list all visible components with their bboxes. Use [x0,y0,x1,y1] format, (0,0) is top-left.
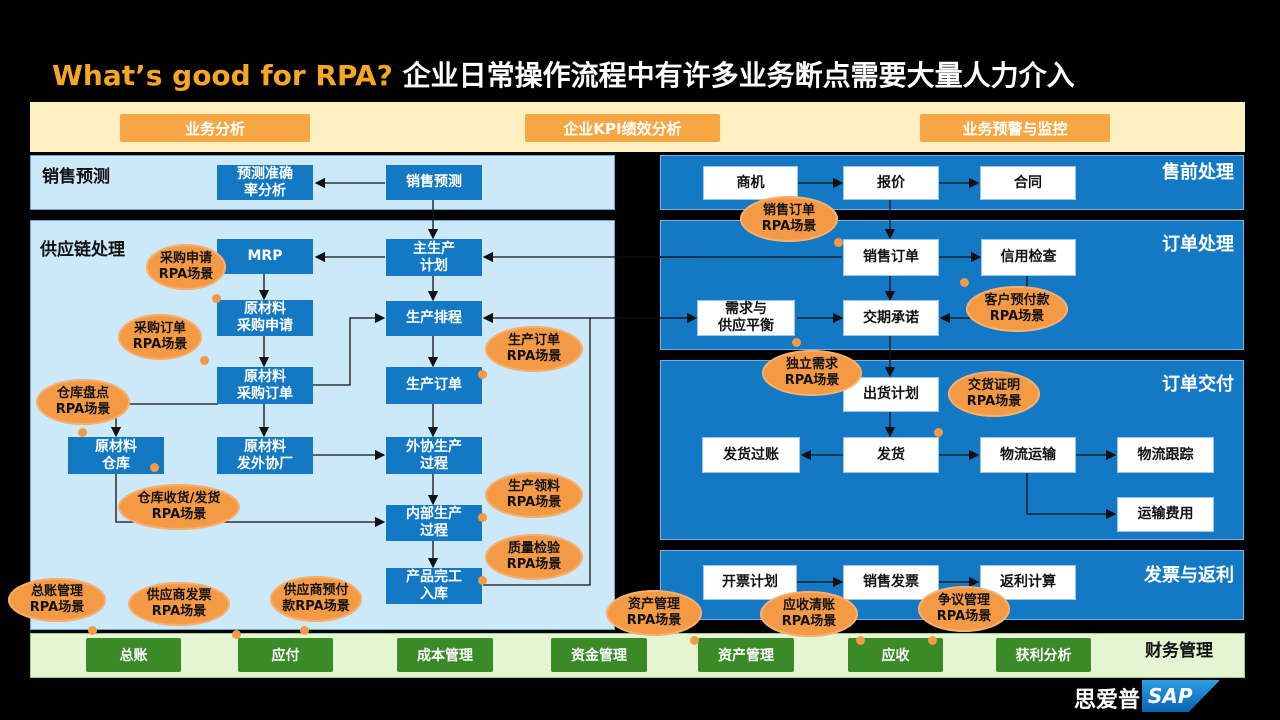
rpa-cloud-production-picking: 生产领料 RPA场景 [485,472,583,518]
tab-business-analysis: 业务分析 [120,114,310,142]
rpa-cloud-vendor-invoice: 供应商发票 RPA场景 [128,582,230,626]
rpa-dot [78,428,87,437]
node-freight[interactable]: 运输费用 [1117,497,1214,532]
node-posting[interactable]: 发货过账 [702,437,800,473]
rpa-cloud-quality: 质量检验 RPA场景 [485,534,583,580]
tab-alert-monitoring: 业务预警与监控 [920,114,1110,142]
rpa-cloud-prepayment: 客户预付款 RPA场景 [966,286,1068,332]
node-outsource-process[interactable]: 外协生产 过程 [386,437,482,474]
rpa-dot [856,636,865,645]
rpa-cloud-production-order: 生产订单 RPA场景 [485,326,583,372]
rpa-dot [478,513,487,522]
rpa-dot [300,626,309,635]
finance-cost[interactable]: 成本管理 [397,638,493,672]
node-mrp[interactable]: MRP [217,239,313,274]
company-logo-text: 思爱普 [1073,688,1140,713]
node-sales-forecast[interactable]: 销售预测 [386,165,482,200]
node-credit-check[interactable]: 信用检查 [981,239,1076,276]
rpa-dot [834,238,843,247]
node-tracking[interactable]: 物流跟踪 [1117,437,1214,473]
node-contract[interactable]: 合同 [980,166,1076,200]
rpa-dot [960,278,969,287]
rpa-dot [928,636,937,645]
section-delivery: 订单交付 [1162,374,1234,395]
page-title: What’s good for RPA? 企业日常操作流程中有许多业务断点需要大… [52,59,1075,92]
node-sales-order[interactable]: 销售订单 [843,239,939,276]
node-delivery-promise[interactable]: 交期承诺 [843,300,939,336]
rpa-cloud-delivery-proof: 交货证明 RPA场景 [948,371,1040,417]
node-purchase-request[interactable]: 原材料 采购申请 [217,300,313,336]
rpa-cloud-dispute: 争议管理 RPA场景 [918,586,1010,632]
rpa-dot [478,370,487,379]
node-opportunity[interactable]: 商机 [703,166,798,200]
node-purchase-order[interactable]: 原材料 采购订单 [217,367,313,404]
node-production-schedule[interactable]: 生产排程 [386,301,482,336]
rpa-cloud-inventory-count: 仓库盘点 RPA场景 [36,379,130,425]
rpa-dot [690,636,699,645]
finance-receivable[interactable]: 应收 [848,638,943,672]
rpa-dot [200,356,209,365]
section-supply-chain: 供应链处理 [40,240,125,260]
rpa-cloud-purchase-order: 采购订单 RPA场景 [118,314,202,360]
node-logistics[interactable]: 物流运输 [980,437,1076,473]
tab-kpi-analysis: 企业KPI绩效分析 [525,114,720,142]
finance-asset[interactable]: 资产管理 [698,638,794,672]
node-sales-invoice[interactable]: 销售发票 [843,565,939,600]
rpa-cloud-receivable-clearing: 应收清账 RPA场景 [760,591,858,637]
finance-treasury[interactable]: 资金管理 [551,638,647,672]
rpa-dot [934,428,943,437]
node-master-plan[interactable]: 主生产 计划 [386,239,482,276]
rpa-cloud-purchase-request: 采购申请 RPA场景 [146,244,226,290]
node-finished-goods[interactable]: 产品完工 入库 [386,568,482,604]
finance-payable[interactable]: 应付 [238,638,333,672]
rpa-cloud-vendor-prepay: 供应商预付 款RPA场景 [270,576,362,622]
node-outsourcing[interactable]: 原材料 发外协厂 [217,437,313,474]
rpa-cloud-independent-demand: 独立需求 RPA场景 [762,350,862,396]
node-internal-process[interactable]: 内部生产 过程 [386,505,482,541]
node-forecast-accuracy[interactable]: 预测准确 率分析 [217,165,313,200]
section-sales-forecast: 销售预测 [42,167,110,187]
rpa-cloud-sales-order: 销售订单 RPA场景 [740,196,838,242]
node-production-order[interactable]: 生产订单 [386,367,482,404]
rpa-dot [212,294,221,303]
rpa-dot [792,338,801,347]
node-demand-balance[interactable]: 需求与 供应平衡 [697,300,795,336]
finance-gl[interactable]: 总账 [86,638,181,672]
rpa-dot [150,463,159,472]
rpa-dot [232,630,241,639]
rpa-dot [88,626,97,635]
section-finance: 财务管理 [1145,641,1213,661]
section-invoice: 发票与返利 [1144,565,1234,586]
section-order: 订单处理 [1162,234,1234,255]
finance-profitability[interactable]: 获利分析 [996,638,1091,672]
rpa-dot [478,576,487,585]
node-quote[interactable]: 报价 [843,166,939,200]
node-ship[interactable]: 发货 [843,437,939,473]
rpa-cloud-gl: 总账管理 RPA场景 [8,578,106,622]
section-presales: 售前处理 [1162,162,1234,183]
node-shipping-plan[interactable]: 出货计划 [843,377,939,412]
node-warehouse[interactable]: 原材料 仓库 [68,437,164,474]
rpa-cloud-warehouse-receipt: 仓库收货/发货 RPA场景 [118,484,240,530]
rpa-cloud-asset: 资产管理 RPA场景 [606,590,702,636]
